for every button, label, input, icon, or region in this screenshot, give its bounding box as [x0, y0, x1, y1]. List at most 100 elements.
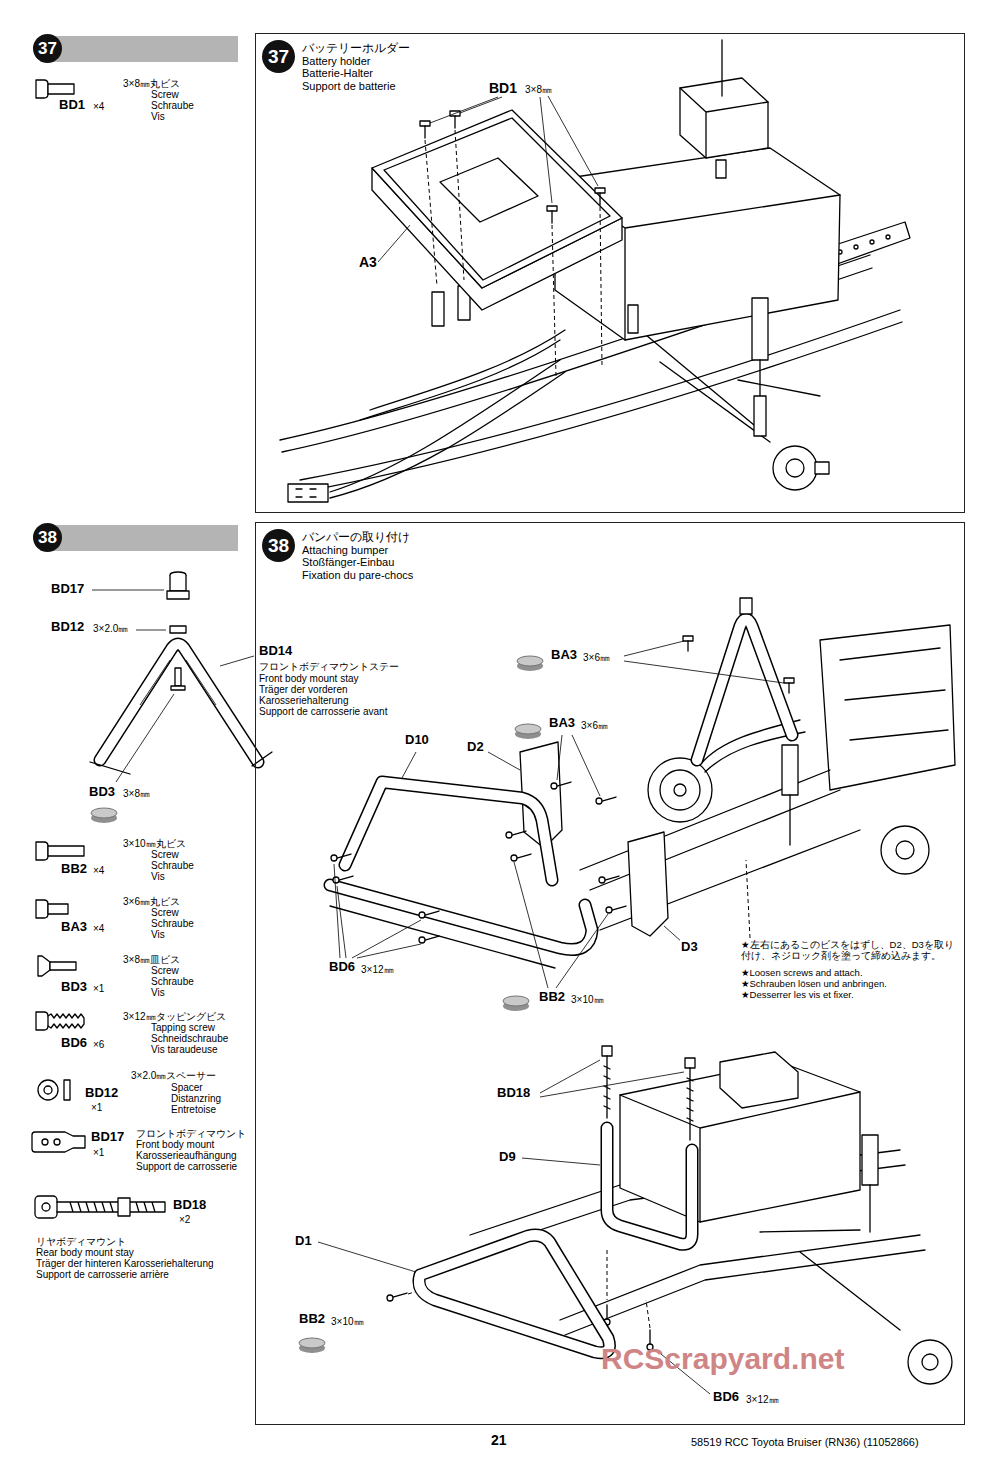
suspension-link	[640, 330, 820, 442]
screw-bag-icon	[503, 996, 529, 1006]
spec-text: 3×12㎜	[745, 1394, 780, 1406]
screw-bag-icon	[91, 808, 117, 818]
spec-text: Screw	[150, 965, 180, 977]
spec-text: Support de carrosserie arrière	[35, 1269, 170, 1281]
spec-text: Schraube	[150, 860, 195, 872]
bumper-fill	[419, 1235, 609, 1353]
note-pointer	[746, 860, 750, 938]
rear-stay-fill	[607, 1128, 692, 1244]
spec-text: Entretoise	[170, 1104, 217, 1116]
part-code: BD1	[58, 98, 86, 113]
spec-text: Schraube	[150, 976, 195, 988]
body-mount-outline	[32, 1132, 85, 1152]
part-code: BD3	[88, 785, 116, 800]
spec-text: 3×8㎜	[122, 788, 151, 800]
spec-text: 3×10㎜丸ビス	[122, 838, 187, 850]
note-text: ★Loosen screws and attach.	[740, 968, 864, 979]
antenna-post	[716, 160, 726, 178]
rear-bumper-illustration	[299, 1046, 952, 1394]
spacer-side	[64, 1080, 70, 1100]
chassis-illustration	[280, 40, 910, 502]
quantity: ×1	[92, 1147, 105, 1159]
quantity: ×6	[92, 1039, 105, 1051]
step-title-block: バンパーの取り付けAttaching bumperStoßfänger-Einb…	[302, 531, 413, 581]
mount-hole	[54, 1139, 60, 1145]
step-panel: バッテリーホルダーBattery holderBatterie-HalterSu…	[255, 33, 965, 513]
spec-text: Schraube	[150, 100, 195, 112]
frame-rail	[560, 1235, 925, 1335]
spec-text: Vis	[150, 929, 166, 941]
part-code: D9	[498, 1150, 517, 1165]
mount-hole	[42, 1139, 48, 1145]
wheel-hub-center	[922, 1354, 938, 1370]
spacer-face	[38, 1080, 58, 1100]
quantity: ×4	[92, 101, 105, 113]
spacer-hole	[44, 1086, 52, 1094]
spacer-icon	[38, 1080, 70, 1100]
spec-text: Tapping screw	[150, 1022, 216, 1034]
screw-head	[36, 900, 48, 918]
spec-text: 3×8㎜	[524, 84, 553, 96]
battery-holder-window	[440, 158, 538, 222]
step-header-bar	[40, 36, 238, 62]
step-number: 38	[33, 523, 62, 552]
shock-lower	[754, 396, 766, 436]
rear-body-mount-icon	[35, 1196, 165, 1218]
receiver-box-top	[680, 78, 768, 158]
spec-text: Screw	[150, 89, 180, 101]
step-header-bar	[40, 525, 238, 551]
screw-shank	[50, 962, 76, 970]
page-footer: 21	[490, 1432, 508, 1448]
screw-head	[683, 636, 794, 683]
wheel-hub	[881, 826, 929, 874]
step-title-block: バッテリーホルダーBattery holderBatterie-HalterSu…	[302, 42, 410, 92]
screw-shank	[688, 641, 789, 693]
screw-shank	[425, 116, 600, 223]
part-code: BD12	[50, 620, 85, 635]
note-text: ★Desserrer les vis et fixer.	[740, 990, 855, 1001]
step-title: Attaching bumper	[302, 544, 413, 557]
screw-head	[331, 783, 612, 943]
stay-fill	[697, 619, 792, 760]
shock-rod	[789, 795, 790, 845]
part-code: D1	[294, 1234, 313, 1249]
screw-bag-icon	[299, 1338, 325, 1348]
body-mount-head	[602, 1046, 612, 1056]
spec-text: Vis	[150, 987, 166, 999]
quantity: ×4	[92, 923, 105, 935]
wires	[330, 330, 565, 498]
mount-post	[628, 305, 638, 333]
screw-head	[36, 1012, 48, 1030]
step-title: Support de batterie	[302, 80, 410, 93]
connector	[288, 484, 328, 502]
part-code: BD6	[328, 960, 356, 975]
spec-text: Vis	[150, 871, 166, 883]
spec-text: 3×2.0㎜	[92, 623, 129, 635]
spec-text: Screw	[150, 849, 180, 861]
part-code: BD17	[50, 582, 85, 597]
part-code: BD6	[60, 1036, 88, 1051]
spec-text: フロントボディマウント	[135, 1128, 247, 1140]
wheel-hub-center	[896, 841, 914, 859]
watermark: RCScrapyard.net	[600, 1342, 845, 1377]
shock-rod	[869, 1185, 870, 1232]
quantity: ×4	[92, 865, 105, 877]
step-title: バッテリーホルダー	[302, 42, 410, 55]
quantity: ×1	[92, 983, 105, 995]
body-mount-icon	[32, 1132, 85, 1152]
screw-shank	[48, 84, 74, 94]
wheel-hub	[773, 446, 817, 490]
stay-slot	[140, 660, 216, 705]
gearbox-detail	[840, 648, 948, 740]
screw-head	[38, 956, 50, 976]
front-body-mount-stay	[90, 572, 272, 823]
screw-shank	[48, 846, 84, 856]
spec-text: 3×12㎜タッピングビス	[122, 1011, 227, 1023]
screw-head	[171, 686, 185, 690]
motor	[648, 758, 712, 822]
bumper-bracket	[628, 832, 668, 936]
battery-holder-rim	[384, 118, 610, 280]
battery-holder	[372, 110, 622, 288]
frame-rail	[580, 770, 860, 930]
